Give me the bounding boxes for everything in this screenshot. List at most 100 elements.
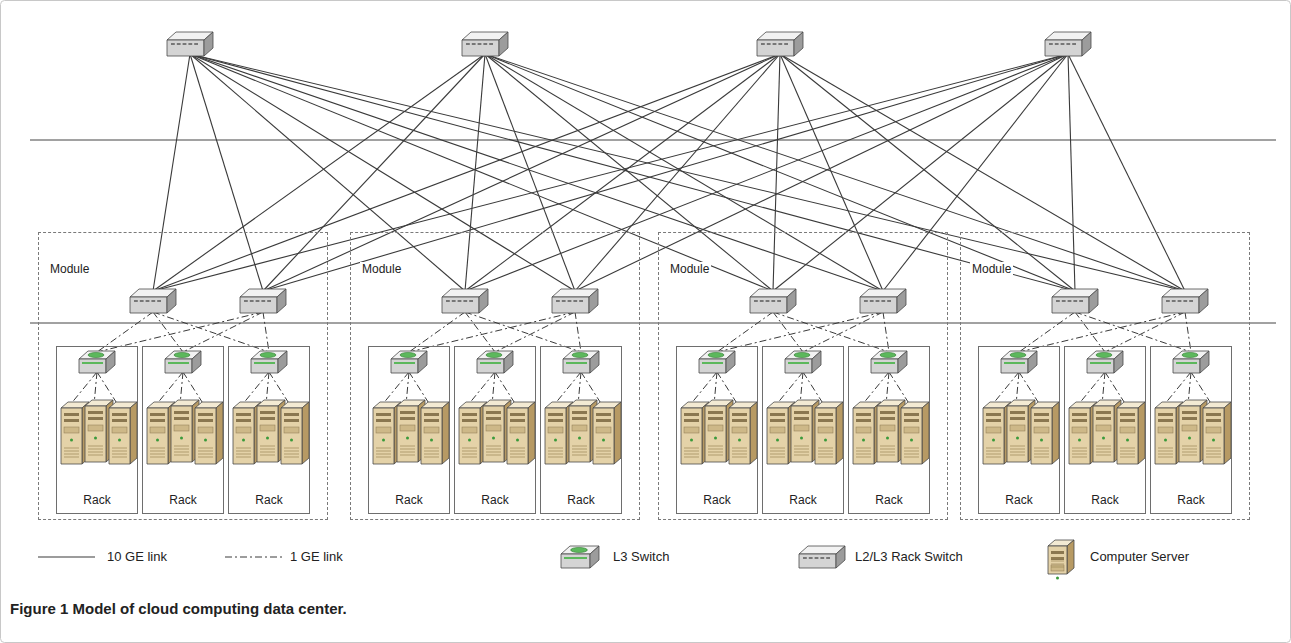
server-vent xyxy=(510,454,525,455)
server-vent xyxy=(88,446,103,447)
server-bay xyxy=(376,413,391,416)
server-vent xyxy=(1034,448,1049,449)
switch-led xyxy=(486,352,502,357)
server-vent xyxy=(1182,449,1197,450)
rack-label: Rack xyxy=(167,493,198,507)
switch-port xyxy=(472,43,476,45)
switch-led xyxy=(880,352,896,357)
server-bay xyxy=(88,411,103,414)
switch-port xyxy=(1072,43,1076,45)
switch-port xyxy=(1066,43,1070,45)
l3-switch-icon xyxy=(799,546,845,568)
server-front xyxy=(1117,408,1138,464)
server-led xyxy=(382,439,385,442)
server-bay xyxy=(400,417,415,420)
rack-label: Rack xyxy=(701,493,732,507)
server-led xyxy=(1016,437,1019,440)
server-bay xyxy=(596,419,611,422)
server-panel xyxy=(462,427,477,433)
switch-front xyxy=(462,40,499,56)
server-led xyxy=(738,439,741,442)
server-vent xyxy=(486,452,501,453)
server-front xyxy=(705,406,726,462)
server-led xyxy=(776,439,779,442)
server-vent xyxy=(64,457,79,458)
switch-front xyxy=(871,359,898,373)
switch-side xyxy=(726,351,735,373)
rack-box: Rack xyxy=(56,346,138,514)
10ge-link xyxy=(780,54,1075,291)
switch-side xyxy=(1089,289,1098,313)
server-vent xyxy=(986,451,1001,452)
switch-port xyxy=(1178,300,1182,302)
server-vent xyxy=(1034,454,1049,455)
rack-box: Rack xyxy=(1064,346,1146,514)
server-led xyxy=(992,439,995,442)
server-bay xyxy=(462,413,477,416)
switch-front xyxy=(477,359,504,373)
server-panel xyxy=(64,427,79,433)
server-bay xyxy=(424,413,439,416)
rack-box: Rack xyxy=(848,346,930,514)
server-bay xyxy=(708,417,723,420)
server-vent xyxy=(1051,561,1064,562)
server-front xyxy=(483,406,504,462)
server-vent xyxy=(818,448,833,449)
switch-port xyxy=(466,43,470,45)
server-vent xyxy=(64,454,79,455)
server-vent xyxy=(880,452,895,453)
server-vent xyxy=(770,454,785,455)
legend-label: L2/L3 Rack Switch xyxy=(855,549,963,564)
server-vent xyxy=(1096,449,1111,450)
legend-label: L3 Switch xyxy=(613,549,669,564)
switch-side xyxy=(204,32,213,56)
10ge-link xyxy=(485,54,1075,291)
server-vent xyxy=(732,448,747,449)
switch-led xyxy=(572,352,588,357)
switch-front xyxy=(757,40,794,56)
server-led xyxy=(118,439,121,442)
rack-switch-icon xyxy=(561,546,599,568)
server-front xyxy=(1007,406,1028,462)
switch-port xyxy=(1189,300,1193,302)
server-vent xyxy=(1120,457,1135,458)
server-vent xyxy=(260,455,275,456)
switch-port xyxy=(244,300,248,302)
server-vent xyxy=(1010,449,1025,450)
server-panel xyxy=(1096,425,1111,431)
server-front xyxy=(901,408,922,464)
server-bay xyxy=(1096,411,1111,414)
server-vent xyxy=(284,457,299,458)
server-vent xyxy=(596,451,611,452)
server-bay xyxy=(510,413,525,416)
rack-switch-icon xyxy=(79,351,115,373)
switch-port xyxy=(1073,300,1077,302)
switch-side xyxy=(836,546,845,568)
server-vent xyxy=(1206,454,1221,455)
switch-stripe xyxy=(1090,362,1111,364)
l3-switch-icon xyxy=(130,289,176,313)
server-vent xyxy=(112,454,127,455)
switch-port xyxy=(458,300,462,302)
server-led xyxy=(242,439,245,442)
server-led xyxy=(602,439,605,442)
switch-side xyxy=(897,289,906,313)
switch-front xyxy=(563,359,590,373)
switch-side xyxy=(277,289,286,313)
switch-front xyxy=(561,554,590,568)
server-vent xyxy=(770,448,785,449)
server-bay xyxy=(986,413,1001,416)
server-vent xyxy=(1182,455,1197,456)
switch-port xyxy=(754,300,758,302)
server-panel xyxy=(794,425,809,431)
switch-side xyxy=(787,289,796,313)
module-box: ModuleRackRackRack xyxy=(38,232,328,520)
server-vent xyxy=(88,455,103,456)
module-label: Module xyxy=(970,262,1013,276)
server-panel xyxy=(112,427,127,433)
server-vent xyxy=(818,451,833,452)
server-vent xyxy=(400,446,415,447)
10ge-link xyxy=(190,54,263,291)
switch-port xyxy=(267,300,271,302)
server-icon xyxy=(815,402,843,464)
